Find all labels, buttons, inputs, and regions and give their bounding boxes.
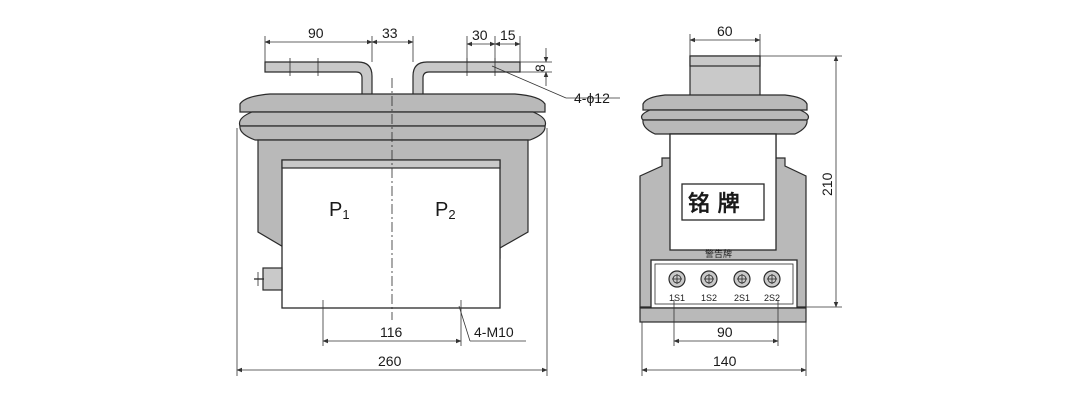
front-shed-top	[239, 93, 546, 113]
terminal-label-2s2: 2S2	[764, 293, 780, 303]
side-view: 铭 牌 警告牌 1S1 1S2 2S1 2S2	[639, 23, 842, 376]
front-shed-mid	[238, 111, 547, 127]
secondary-terminal-2s2: 2S2	[763, 270, 781, 303]
secondary-terminal-1s1: 1S1	[668, 270, 686, 303]
dim-60: 60	[717, 23, 733, 39]
bolts-label: 4-M10	[474, 324, 514, 340]
p1-label: P1	[329, 199, 350, 222]
p2-label: P2	[435, 199, 456, 222]
dim-210: 210	[819, 172, 835, 196]
warning-plate-text: 警告牌	[705, 248, 732, 260]
side-base	[639, 307, 807, 323]
dim-90-top: 90	[308, 25, 324, 41]
dim-30: 30	[472, 27, 488, 43]
secondary-terminal-2s1: 2S1	[733, 270, 751, 303]
dim-15: 15	[500, 27, 516, 43]
nameplate	[681, 183, 765, 221]
side-shed-top	[642, 94, 808, 111]
dim-140: 140	[713, 353, 737, 369]
holes-label: 4-ϕ12	[574, 90, 610, 106]
terminal-label-2s1: 2S1	[734, 293, 750, 303]
front-view: P1 P2 90 33 30 15 8 4-ϕ12 116	[236, 25, 620, 376]
ground-terminal	[262, 267, 283, 291]
front-secondary-box	[281, 159, 501, 309]
dim-8: 8	[532, 64, 548, 72]
left-busbar	[264, 61, 373, 99]
front-shed-bottom	[239, 125, 546, 141]
side-shed-bottom	[642, 119, 808, 135]
dim-33: 33	[382, 25, 398, 41]
side-shed-mid	[640, 109, 810, 121]
terminal-label-1s1: 1S1	[669, 293, 685, 303]
dim-90-side: 90	[717, 324, 733, 340]
terminal-label-1s2: 1S2	[701, 293, 717, 303]
nameplate-text: 铭 牌	[688, 191, 740, 217]
dim-116: 116	[380, 324, 403, 340]
right-busbar	[412, 61, 521, 99]
dim-260: 260	[378, 353, 402, 369]
secondary-terminal-1s2: 1S2	[700, 270, 718, 303]
